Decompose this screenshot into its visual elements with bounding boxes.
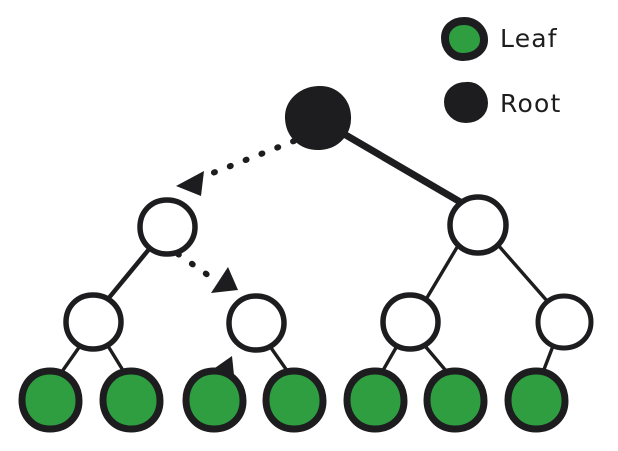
node-internal-lr[interactable] xyxy=(226,293,287,353)
edge-left-to-left-grandchild xyxy=(105,245,153,302)
edge-layer xyxy=(59,130,555,375)
edge-right-to-left-grandchild xyxy=(423,242,461,303)
leaf-node-2[interactable] xyxy=(99,367,164,433)
node-internal-rl[interactable] xyxy=(380,292,441,352)
edge-n-ll-to-leaf-1 xyxy=(59,344,82,375)
node-internal-rr[interactable] xyxy=(535,293,594,351)
node-internal-ll[interactable] xyxy=(63,292,124,352)
legend-leaf-icon xyxy=(441,17,488,61)
arrow-root-to-left-line xyxy=(197,138,297,181)
edge-n-rl-to-leaf-6 xyxy=(423,344,449,374)
edge-n-ll-to-leaf-2 xyxy=(106,344,126,374)
node-root[interactable] xyxy=(284,85,352,151)
leaf-node-6[interactable] xyxy=(423,367,488,433)
edge-right-to-right-grandchild xyxy=(496,243,550,304)
legend-item-root[interactable]: Root xyxy=(443,81,561,124)
legend: Leaf Root xyxy=(441,17,561,124)
arrow-left-to-lr xyxy=(175,251,238,293)
legend-root-label: Root xyxy=(500,89,561,118)
node-internal-left[interactable] xyxy=(137,197,198,257)
arrow-root-to-left-head xyxy=(176,171,204,196)
arrow-left-to-lr-line xyxy=(175,251,215,281)
node-layer xyxy=(18,85,594,433)
edge-root-to-right-child xyxy=(340,130,466,207)
leaf-node-7[interactable] xyxy=(504,367,569,433)
node-internal-right[interactable] xyxy=(447,194,509,256)
legend-item-leaf[interactable]: Leaf xyxy=(441,17,558,61)
edge-n-rl-to-leaf-5 xyxy=(380,344,399,374)
edge-n-rr-to-leaf-7 xyxy=(541,344,555,374)
arrow-root-to-left xyxy=(176,138,297,196)
leaf-node-1[interactable] xyxy=(18,367,83,433)
leaf-node-3[interactable] xyxy=(182,367,247,433)
legend-root-icon xyxy=(443,81,489,124)
leaf-node-5[interactable] xyxy=(343,367,408,433)
arrow-left-to-lr-head xyxy=(211,267,238,293)
traversal-arrow-layer xyxy=(175,138,297,375)
edge-n-lr-to-leaf-4 xyxy=(267,343,290,374)
legend-leaf-label: Leaf xyxy=(500,24,558,53)
leaf-node-4[interactable] xyxy=(262,367,327,433)
